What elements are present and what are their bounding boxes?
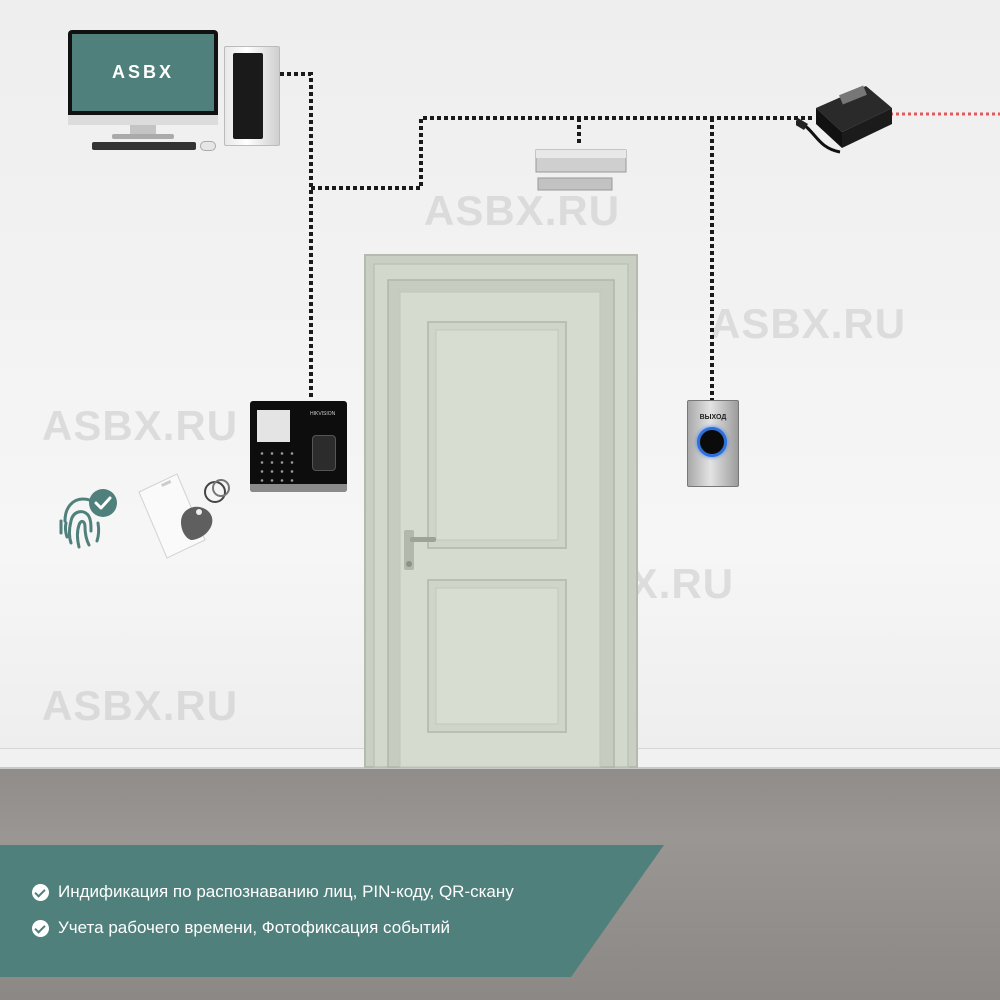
door[interactable] (360, 250, 640, 770)
monitor-base (112, 134, 174, 139)
watermark: ASBX.RU (710, 300, 907, 347)
magnetic-lock-icon (535, 149, 627, 191)
monitor-logo: ASBX (111, 62, 174, 82)
monitor-stand (130, 125, 156, 135)
check-circle-icon (32, 919, 49, 937)
keyboard (92, 142, 196, 150)
watermark: ASBX.RU (42, 682, 239, 729)
monitor: ASBX (68, 30, 218, 125)
feature-item: Индификация по распознаванию лиц, PIN-ко… (32, 882, 514, 902)
keypad[interactable] (257, 449, 297, 483)
key-fob-icon (181, 479, 230, 540)
mouse-icon (200, 141, 216, 151)
watermark: ASBX.RU (42, 402, 239, 449)
exit-button[interactable]: ВЫХОД (687, 400, 739, 487)
pc-tower (224, 46, 280, 146)
access-terminal[interactable]: HIKVISION (250, 401, 347, 492)
terminal-screen (257, 410, 290, 442)
feature-text: Учета рабочего времени, Фотофиксация соб… (58, 918, 450, 937)
rfid-card-icon (138, 473, 230, 559)
exit-button-label: ВЫХОД (699, 414, 727, 421)
power-supply-icon (796, 85, 892, 154)
features-banner (0, 845, 664, 977)
touchless-sensor-icon (697, 427, 727, 457)
check-circle-icon (32, 883, 49, 901)
watermark: ASBX.RU (424, 187, 621, 234)
feature-item: Учета рабочего времени, Фотофиксация соб… (32, 918, 450, 938)
feature-text: Индификация по распознаванию лиц, PIN-ко… (58, 882, 514, 901)
fingerprint-check-icon (59, 489, 117, 549)
terminal-brand: HIKVISION (310, 411, 336, 417)
fingerprint-reader-icon (312, 435, 336, 471)
